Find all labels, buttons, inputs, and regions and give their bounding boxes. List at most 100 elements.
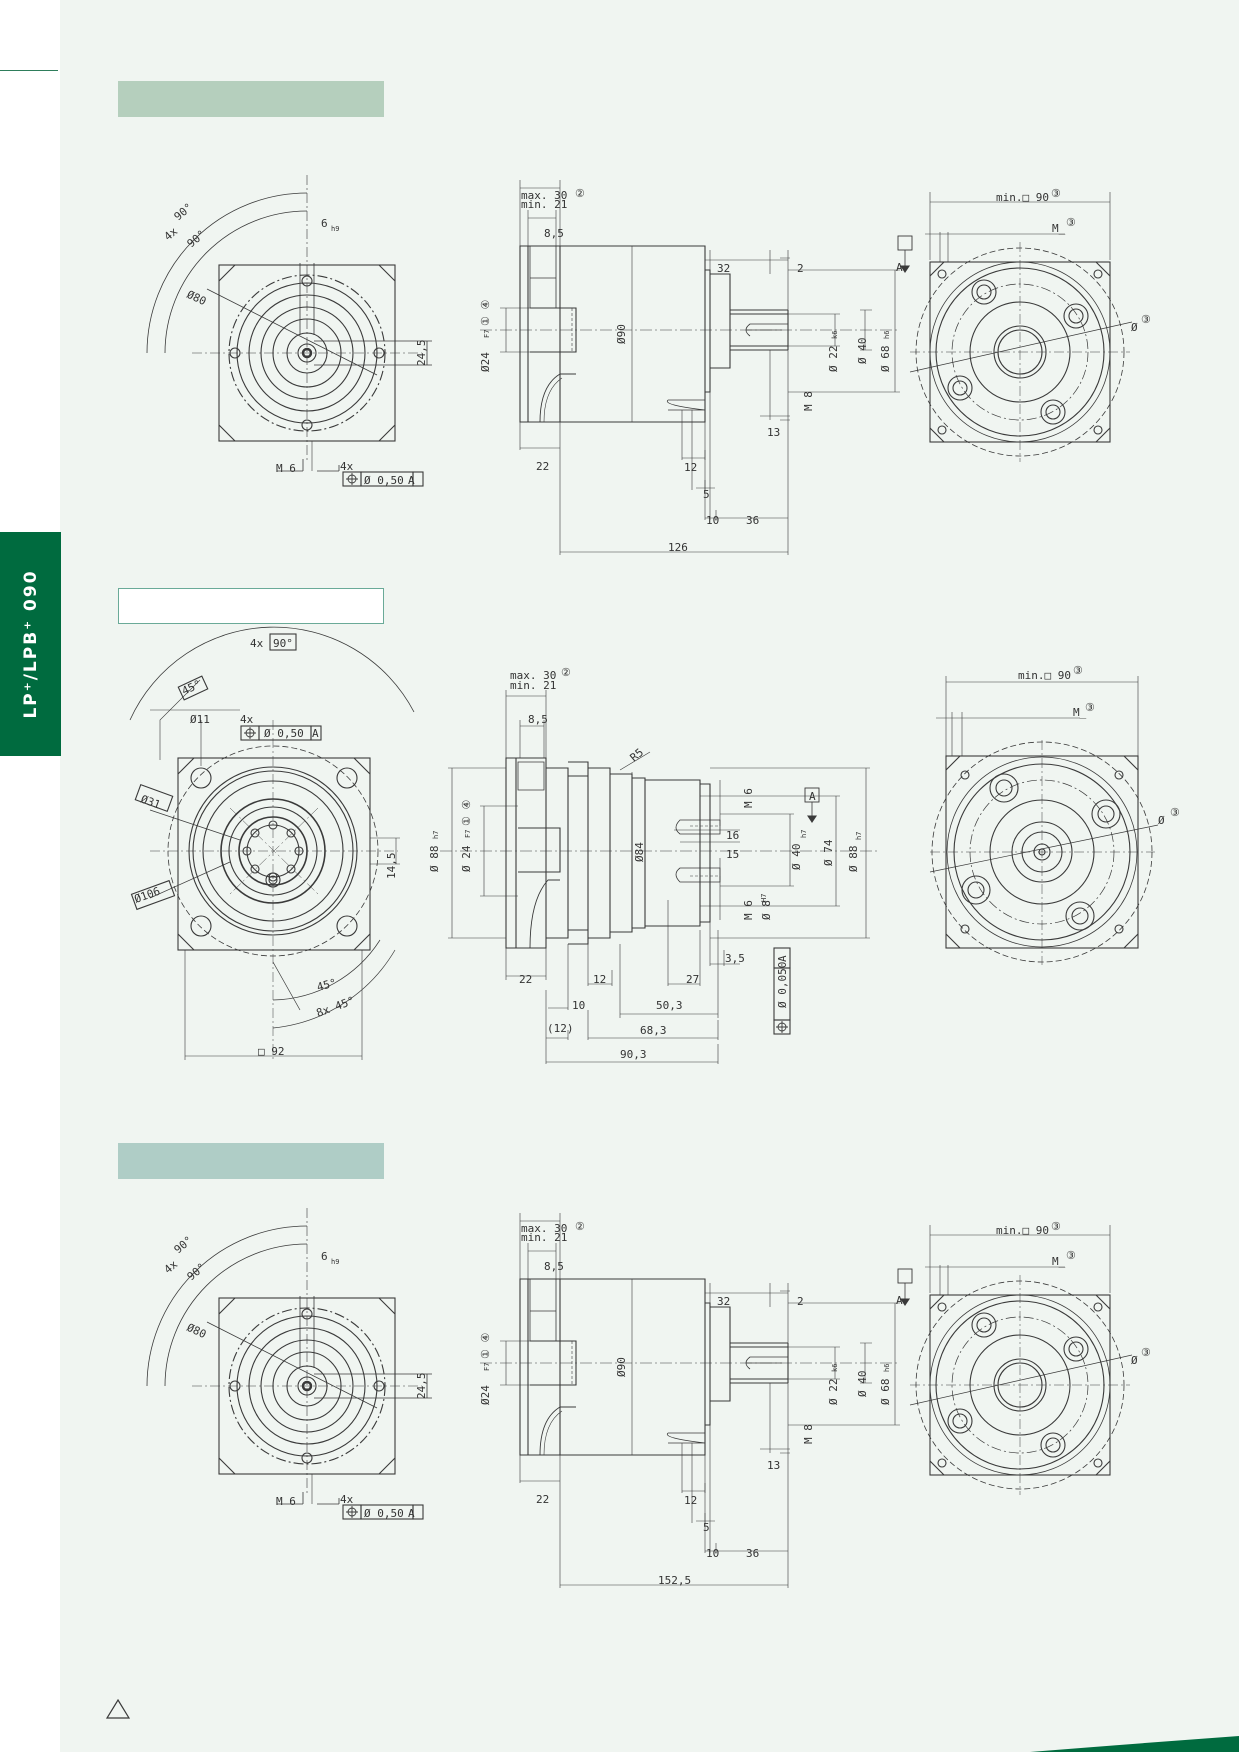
r1r-mn3: ③	[1066, 216, 1076, 229]
r3s-total: 152,5	[658, 1574, 691, 1587]
r3s-bore: Ø24	[479, 1385, 492, 1405]
r2f-fcf-datum: A	[312, 727, 319, 740]
r2s-d12: 12	[593, 973, 606, 986]
r2s-d88t: h7	[432, 831, 440, 839]
section-label-3	[118, 1143, 384, 1179]
r1f-a3: 90°	[185, 228, 209, 251]
r2s-fcf-datum: A	[776, 955, 789, 962]
r2s-min: min. 21	[510, 679, 556, 692]
r2s-d88b: Ø 88	[847, 846, 860, 873]
r2s-bore: Ø 24	[460, 845, 473, 872]
r1f-fcf-count: 4x	[340, 460, 354, 473]
r1f-thread: M 6	[276, 462, 296, 475]
r3f-thread: M 6	[276, 1495, 296, 1508]
r2r-n3: ③	[1073, 664, 1083, 677]
r2s-d88: Ø 88	[428, 846, 441, 873]
r3r-n3: ③	[1051, 1220, 1061, 1233]
r1r-n3: ③	[1051, 187, 1061, 200]
r1r-min: min.□ 90	[996, 191, 1049, 204]
r2s-d903: 90,3	[620, 1048, 647, 1061]
r1f-keyw: 6	[321, 217, 328, 230]
r1s-d40: Ø 40	[856, 338, 869, 365]
r2s-d74: Ø 74	[822, 839, 835, 866]
r1s-max: max. 30	[521, 189, 567, 202]
r2s-d503: 50,3	[656, 999, 683, 1012]
left-margin	[0, 0, 60, 1752]
r2f-d145: 14,5	[385, 853, 398, 880]
r3s-max: max. 30	[521, 1222, 567, 1235]
r1s-d12: 12	[684, 461, 697, 474]
r2s-datum: A	[809, 790, 816, 803]
margin-rule	[0, 70, 58, 71]
r1r-m: M_	[1052, 222, 1066, 235]
r2s-d683: 68,3	[640, 1024, 667, 1037]
r2r-m: M_	[1073, 706, 1087, 719]
r1f-pcd: Ø80	[185, 288, 209, 308]
r3s-d32: 32	[717, 1295, 730, 1308]
r3r-min: min.□ 90	[996, 1224, 1049, 1237]
r1f-fcf-datum: A	[408, 474, 415, 487]
r1s-datum: A	[896, 261, 903, 274]
r1s-d68: Ø 68	[879, 346, 892, 373]
product-side-tab[interactable]: LP⁺/LPB⁺ 090	[0, 532, 61, 756]
r3s-d12: 12	[684, 1494, 697, 1507]
r1s-d5: 5	[703, 488, 710, 501]
r2s-d8t: H7	[760, 894, 768, 902]
r3r-diat: ③	[1141, 1346, 1151, 1359]
r3f-fcf-datum: A	[408, 1507, 415, 1520]
r3f-fcf: Ø 0,50	[364, 1507, 404, 1520]
r2s-n2: ②	[561, 666, 571, 679]
r2s-d22: 22	[519, 973, 532, 986]
r3s-d85: 8,5	[544, 1260, 564, 1273]
r1r-dia: Ø	[1131, 321, 1138, 334]
r2s-d10: 10	[572, 999, 585, 1012]
r2s-m6b: M 6	[742, 900, 755, 920]
r2r-min: min.□ 90	[1018, 669, 1071, 682]
r2s-r5: R5	[628, 746, 647, 764]
r1s-d10: 10	[706, 514, 719, 527]
rear-view-row3	[909, 1224, 1133, 1496]
content-area	[60, 0, 1239, 1752]
r2s-d27: 27	[686, 973, 699, 986]
r3s-d68t: h6	[883, 1364, 891, 1372]
r3f-keyw-tol: h9	[331, 1258, 339, 1266]
r2s-m6a: M 6	[742, 788, 755, 808]
r3s-d13: 13	[767, 1459, 780, 1472]
r3f-keyw: 6	[321, 1250, 328, 1263]
r3s-d68: Ø 68	[879, 1379, 892, 1406]
front-view-row1	[145, 173, 434, 488]
r1s-bore-tol: F7	[483, 330, 491, 338]
side-view-row2	[440, 690, 880, 1064]
r2f-d31: Ø31	[139, 793, 162, 812]
r1s-d22: Ø 22	[827, 346, 840, 373]
r2s-d16: 16	[726, 829, 739, 842]
r1f-fcf: Ø 0,50	[364, 474, 404, 487]
r3s-d36: 36	[746, 1547, 759, 1560]
r2f-d106: Ø106	[133, 885, 162, 906]
r2r-mn3: ③	[1085, 701, 1095, 714]
r2f-sq: □ 92	[258, 1045, 285, 1058]
r2s-max: max. 30	[510, 669, 556, 682]
r1s-d22t: k6	[831, 331, 839, 339]
r1s-bore: Ø24	[479, 352, 492, 372]
r2s-d85: 8,5	[528, 713, 548, 726]
r2f-a2: 90°	[273, 637, 293, 650]
r3s-d22t: k6	[831, 1364, 839, 1372]
r2s-d8: Ø 8	[760, 900, 773, 920]
r1s-d22b: 22	[536, 460, 549, 473]
section-label-1	[118, 81, 384, 117]
r2s-d15: 15	[726, 848, 739, 861]
r3f-key-h: 24,5	[415, 1373, 428, 1400]
rear-view-row1	[909, 191, 1133, 463]
r2r-diat: ③	[1170, 806, 1180, 819]
corner-accent	[1030, 1736, 1239, 1752]
r1s-d32: 32	[717, 262, 730, 275]
r3s-m8: M 8	[802, 1424, 815, 1444]
r3r-mn3: ③	[1066, 1249, 1076, 1262]
front-view-row3	[145, 1206, 434, 1521]
r3s-bore-tol: F7	[483, 1363, 491, 1371]
r1s-total: 126	[668, 541, 688, 554]
r1s-d13: 13	[767, 426, 780, 439]
